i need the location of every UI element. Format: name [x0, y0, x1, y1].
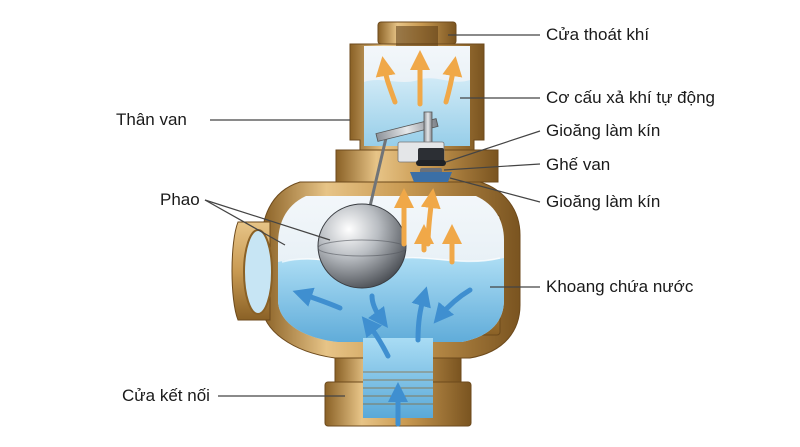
leader-seal-top — [445, 130, 541, 163]
float-ball — [317, 137, 407, 289]
label-valve-seat: Ghế van — [546, 155, 611, 174]
leader-seal-bottom — [449, 177, 541, 203]
leader-float-b — [204, 199, 286, 246]
air-flow-arrows — [375, 50, 463, 265]
seal-bottom-part — [410, 172, 452, 182]
leader-lines — [204, 34, 541, 397]
seal-top-part — [416, 160, 446, 166]
label-connection-port: Cửa kết nối — [122, 386, 210, 405]
water-flow-arrows — [292, 286, 473, 427]
leader-float-a — [204, 199, 331, 241]
label-valve-body: Thân van — [116, 110, 187, 129]
label-auto-vent-mechanism: Cơ cấu xả khí tự động — [546, 88, 716, 107]
label-air-outlet: Cửa thoát khí — [546, 25, 650, 44]
label-float: Phao — [160, 190, 200, 209]
label-water-chamber: Khoang chứa nước — [546, 277, 694, 296]
leader-valve-seat — [443, 163, 541, 171]
label-seal-top: Gioăng làm kín — [546, 121, 661, 140]
auto-vent-mechanism — [375, 111, 452, 182]
label-seal-bottom: Gioăng làm kín — [546, 192, 661, 211]
